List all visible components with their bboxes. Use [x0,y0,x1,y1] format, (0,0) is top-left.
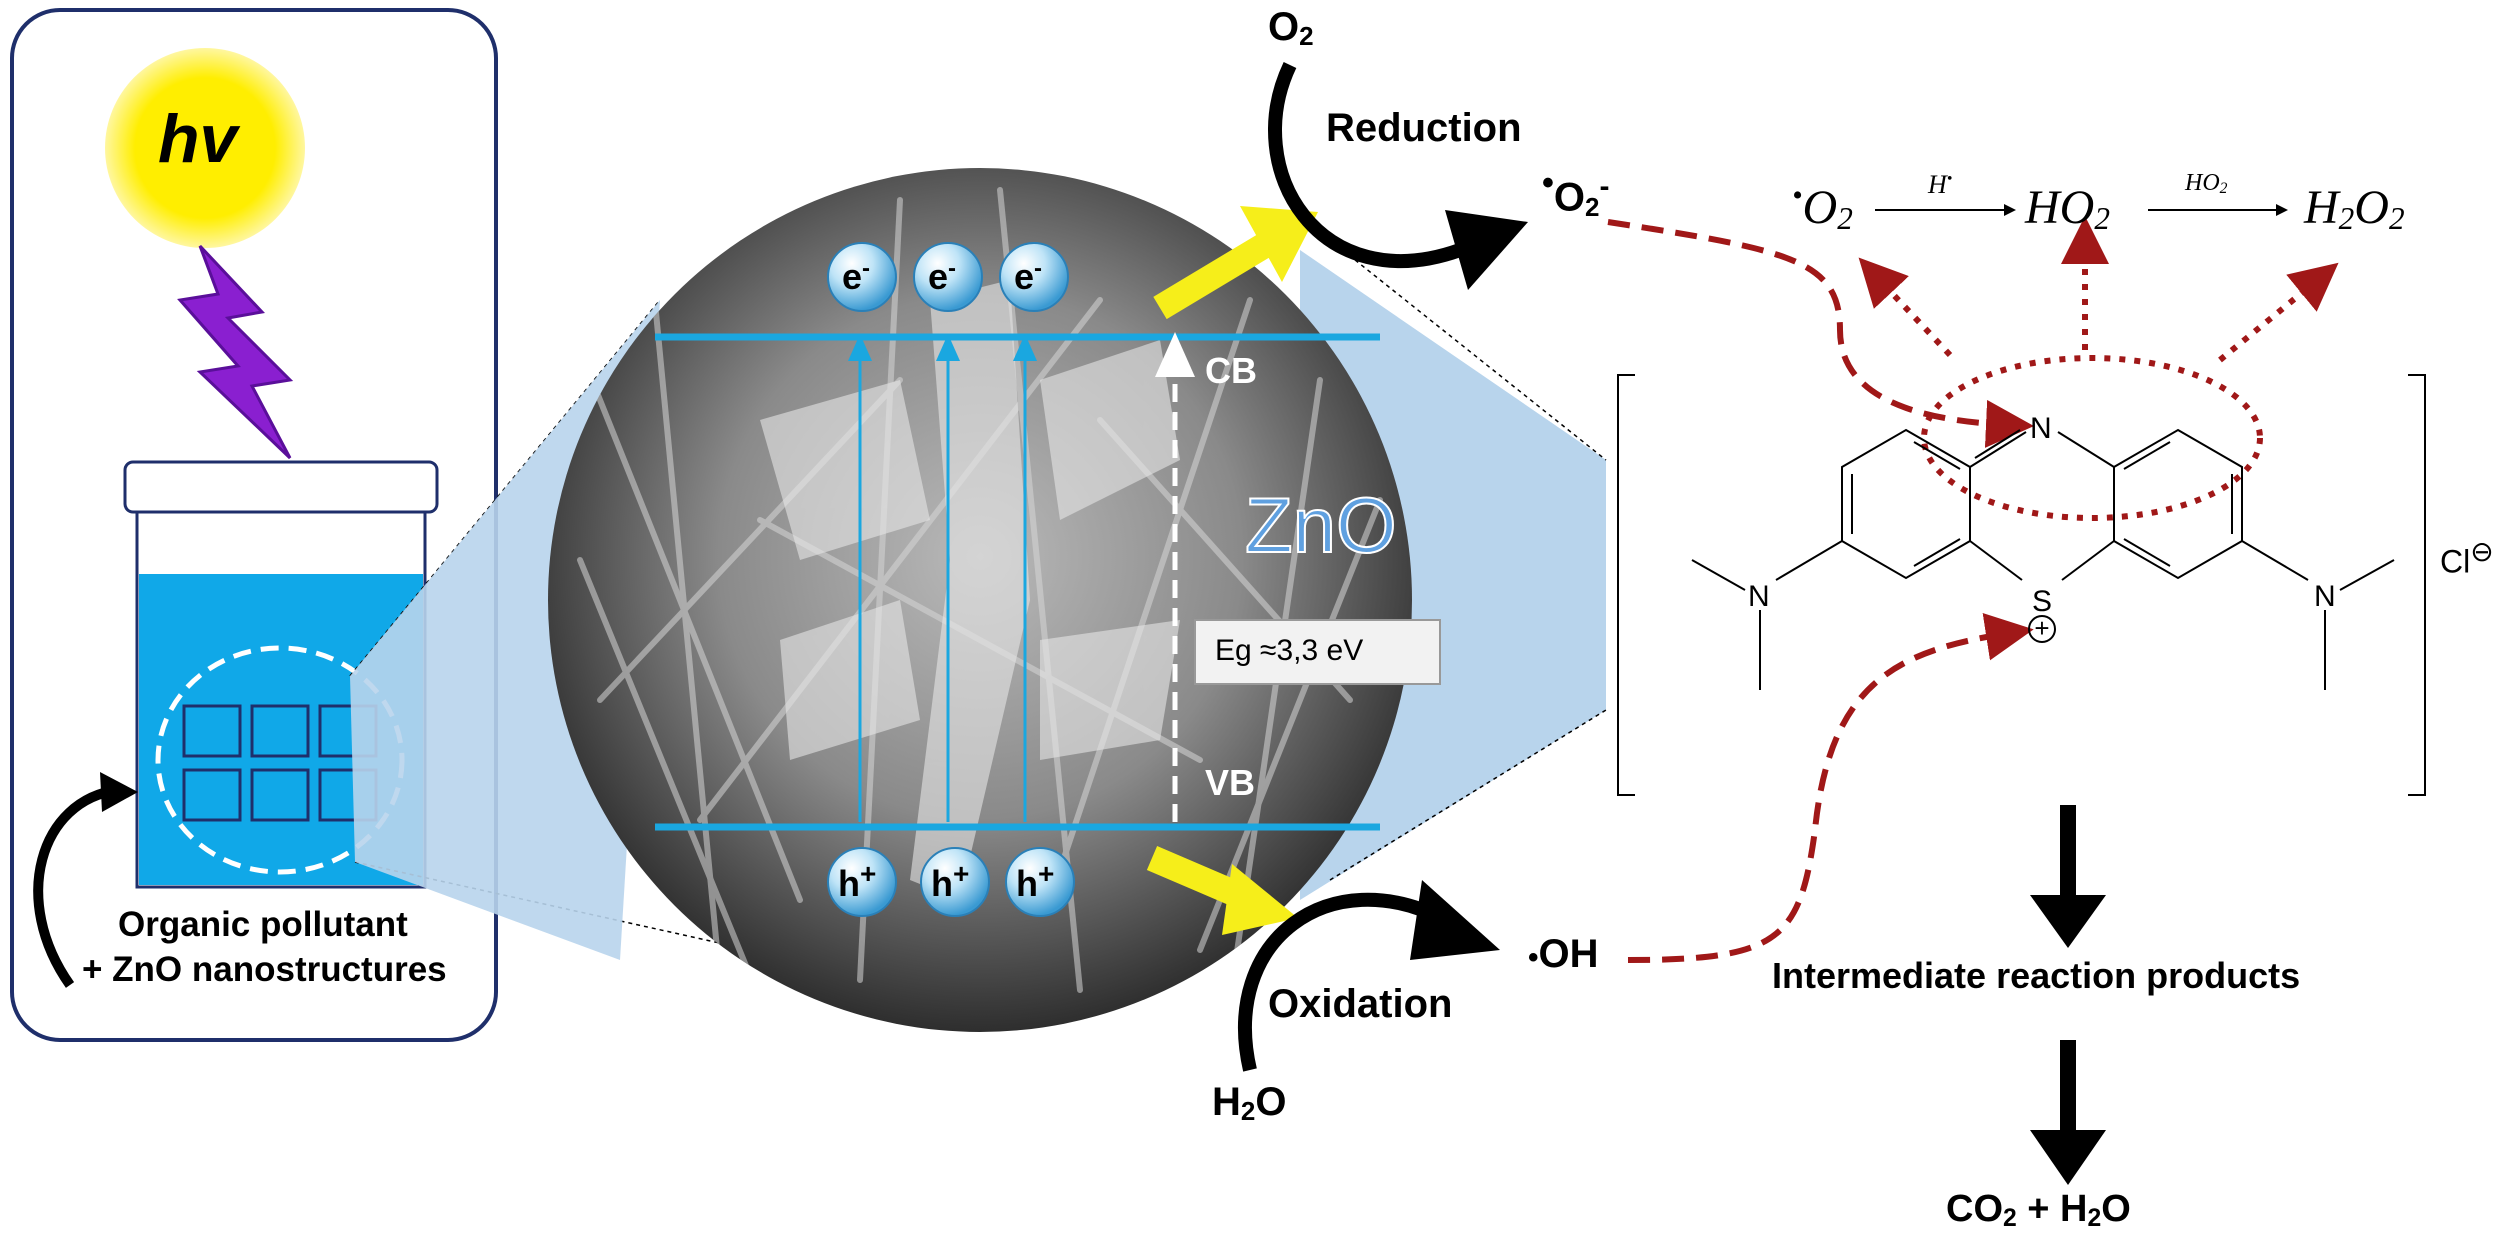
counterion-label: Cl⊖ [2440,536,2494,580]
methylene-blue-structure [1691,428,2395,690]
caption-line-2: + ZnO nanostructures [82,950,447,989]
dotted-arrow-left [1858,257,1953,358]
material-label: ZnO [1244,480,1398,570]
yellow-arrow-down [1146,846,1298,935]
zoom-line-right-top [1329,239,1607,461]
down-arrow-2 [2030,1040,2106,1185]
oxidation-arrowhead-icon [1410,880,1500,960]
hole-ball-2 [920,847,990,917]
electron-ball-1 [827,242,897,312]
o2-label: O2 [1268,5,1314,52]
electron-label-3: e- [1014,255,1043,297]
chain-ho2: HO2 [2025,181,2110,237]
hole-ball-1 [827,847,897,917]
bandgap-label: Eg ≈3,3 eV [1215,634,1364,667]
superoxide-label: •O2- [1542,164,1610,222]
hydroxyl-label: •OH [1528,932,1599,976]
chain-arrow-2-label: HO2 [2185,170,2228,198]
reduction-arrow [1268,61,1463,269]
bandgap-box [1194,619,1441,685]
hydroxyl-attack-arrow [1627,612,2034,963]
light-symbol: hv [158,101,238,177]
intermediate-products-label: Intermediate reaction products [1772,955,2301,996]
beaker-lid [123,460,439,514]
final-products-label: CO2 + H2O [1946,1188,2131,1232]
ring-nitrogen-label: N [2030,412,2052,445]
sem-texture [557,187,1383,1003]
caption-line-1: Organic pollutant [118,905,408,944]
oxidation-arrow [1238,892,1449,1072]
ring-sulfur-label: S [2032,585,2053,618]
h2o-label: H2O [1212,1080,1287,1127]
hole-label-2: h+ [931,858,970,904]
dotted-arrow-right [2218,262,2339,363]
hole-label-3: h+ [1016,858,1055,904]
chain-h2o2: H2O2 [2304,181,2405,237]
hole-ball-3 [1005,847,1075,917]
zoom-line-bottom [354,861,761,953]
sulfur-charge-label: + [2028,613,2056,644]
oxidation-label: Oxidation [1268,982,1453,1026]
chain-o2: •O2 [1792,179,1853,237]
stir-arrow-icon [33,785,119,988]
lightning-icon [177,244,294,460]
cb-label: CB [1205,350,1257,391]
reduction-label: Reduction [1326,106,1522,150]
chain-arrow-1-label: H• [1928,170,1953,199]
electron-label-1: e- [842,255,871,297]
amine-right-label: N [2314,580,2336,613]
superoxide-attack-arrow [1607,219,2034,448]
electron-ball-3 [999,242,1069,312]
electron-ball-2 [913,242,983,312]
electron-label-2: e- [928,255,957,297]
reduction-arrowhead-icon [1445,210,1528,290]
yellow-arrow-up [1153,206,1318,320]
down-arrow-1 [2030,805,2106,948]
bracket-left [1617,374,1635,796]
stir-arrowhead-icon [100,772,138,812]
vb-label: VB [1205,762,1256,803]
bracket-right [2408,374,2426,796]
amine-left-label: N [1748,580,1770,613]
sun-icon [105,48,305,248]
hole-label-1: h+ [838,858,877,904]
zoom-line-right-bottom [1329,709,1607,881]
attack-site-ellipse [1921,355,2263,521]
